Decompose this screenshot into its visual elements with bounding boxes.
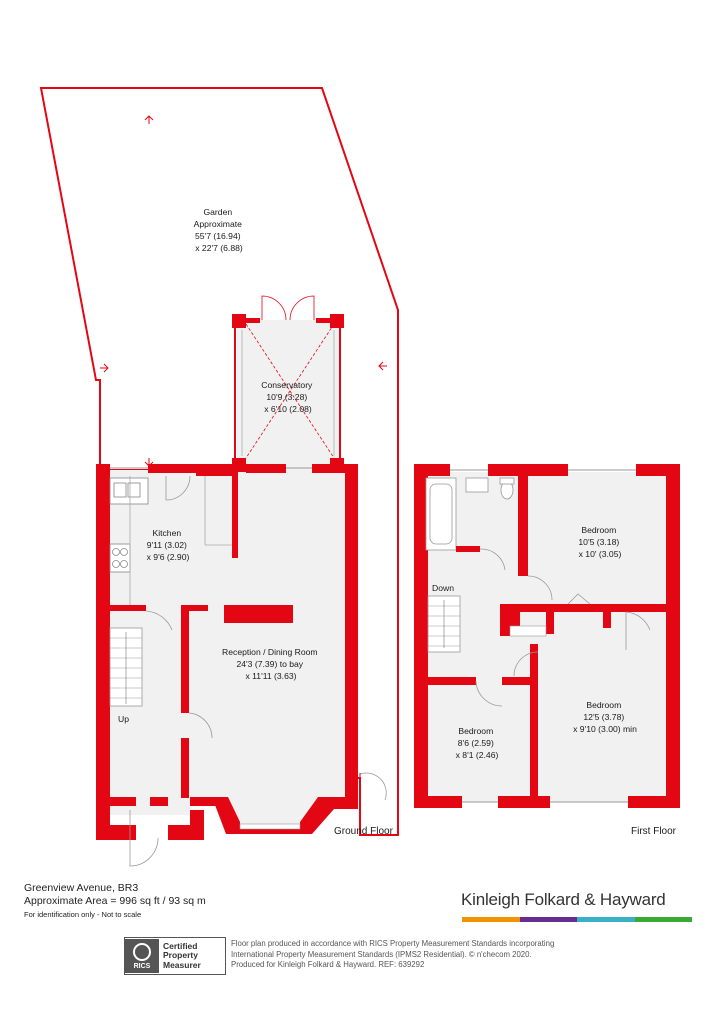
- globe-icon: [133, 943, 151, 961]
- kitchen-label: Kitchen 9'11 (3.02) x 9'6 (2.90): [147, 528, 190, 562]
- stairs-down: [427, 595, 461, 653]
- disclaimer: Floor plan produced in accordance with R…: [231, 939, 555, 969]
- bedroom-small-label: Bedroom 8'6 (2.59) x 8'1 (2.46): [456, 726, 499, 760]
- address: Greenview Avenue, BR3: [24, 882, 139, 894]
- garden-label: Garden Approximate 55'7 (16.94) x 22'7 (…: [194, 207, 245, 253]
- brand-bar-teal: [577, 917, 635, 922]
- brand-bar-green: [634, 917, 692, 922]
- property-info: Greenview Avenue, BR3 Approximate Area =…: [24, 882, 206, 921]
- first-floor-label: First Floor: [631, 826, 677, 837]
- conservatory-floor: [237, 320, 341, 472]
- rics-badge: RICS Certified Property Measurer: [124, 937, 226, 975]
- stairs-up-label: Up: [118, 714, 129, 724]
- floor-plan: Garden Approximate 55'7 (16.94) x 22'7 (…: [39, 87, 680, 867]
- approximate-area: Approximate Area = 996 sq ft / 93 sq m: [24, 895, 206, 907]
- stairs-up: [109, 627, 143, 707]
- reception-label: Reception / Dining Room 24'3 (7.39) to b…: [222, 647, 320, 681]
- brand-bar-orange: [462, 917, 520, 922]
- rics-logo: RICS: [125, 939, 159, 973]
- bedroom-top-label: Bedroom 10'5 (3.18) x 10' (3.05): [578, 525, 621, 559]
- brand-color-bar: [462, 917, 692, 922]
- ground-floor-label: Ground Floor: [334, 826, 394, 837]
- rics-certification: Certified Property Measurer: [163, 940, 201, 970]
- brand-bar-purple: [519, 917, 577, 922]
- first-floor: [414, 464, 680, 808]
- room-labels: Garden Approximate 55'7 (16.94) x 22'7 (…: [118, 207, 677, 837]
- scale-note: For identification only - Not to scale: [24, 910, 142, 919]
- ground-floor: [96, 295, 387, 867]
- footer: Greenview Avenue, BR3 Approximate Area =…: [0, 870, 715, 1033]
- conservatory-label: Conservatory 10'9 (3.28) x 6'10 (2.08): [261, 380, 315, 414]
- agent-brand: Kinleigh Folkard & Hayward: [461, 890, 666, 909]
- bedroom-right-label: Bedroom 12'5 (3.78) x 9'10 (3.00) min: [573, 700, 637, 734]
- stairs-down-label: Down: [432, 583, 454, 593]
